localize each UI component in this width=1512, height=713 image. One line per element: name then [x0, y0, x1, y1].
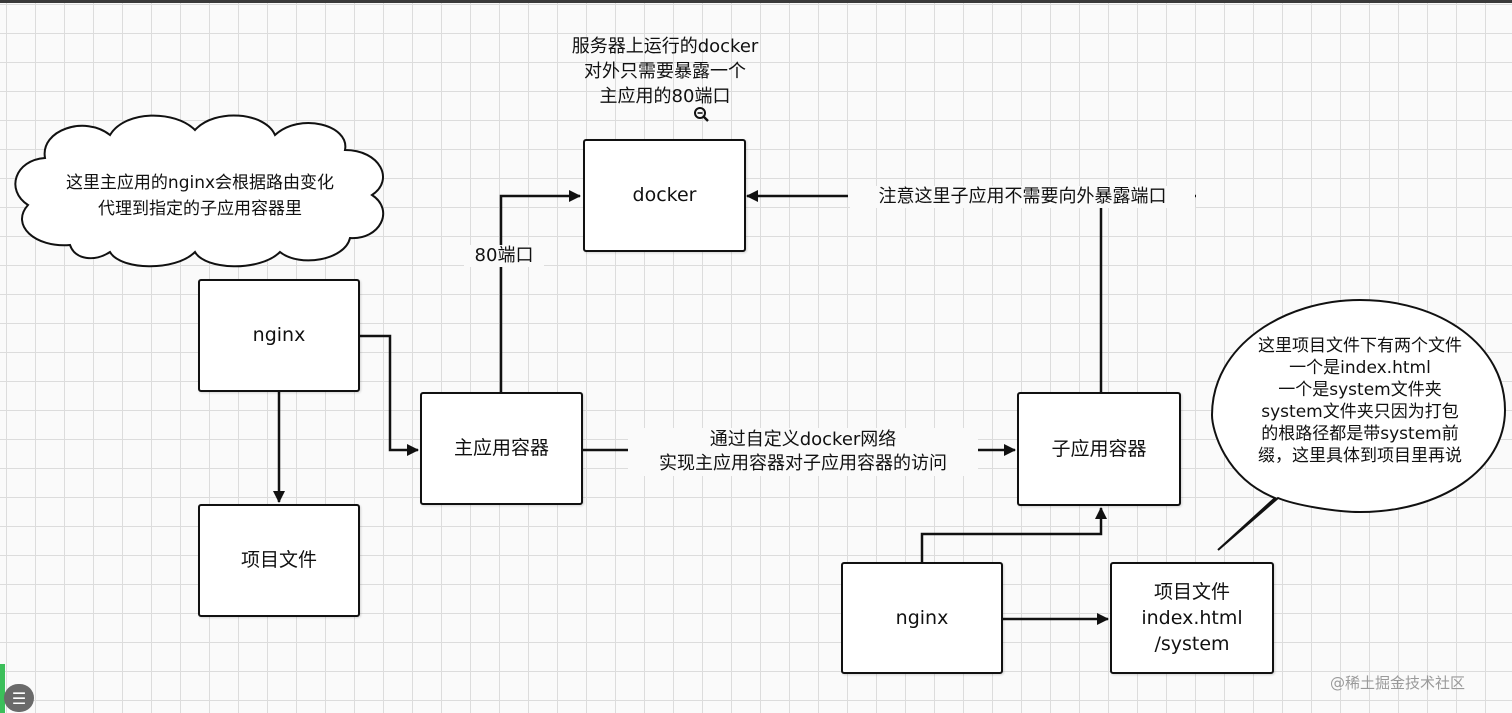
docker-note: 服务器上运行的docker 对外只需要暴露一个 主应用的80端口	[540, 34, 790, 109]
watermark: @稀土掘金技术社区	[1330, 674, 1466, 692]
sub-container-box: 子应用容器	[1017, 392, 1181, 506]
project-files-box-left-label: 项目文件	[240, 549, 317, 572]
speech-line-5: 的根路径都是带system前	[1261, 424, 1459, 444]
speech-line-2: 一个是index.html	[1289, 358, 1431, 378]
cloud-note-line-2: 代理到指定的子应用容器里	[98, 199, 302, 219]
speech-line-3: 一个是system文件夹	[1278, 380, 1442, 400]
project-files-box-right-index: index.html	[1141, 607, 1243, 629]
speech-bubble-note: 这里项目文件下有两个文件 一个是index.html 一个是system文件夹 …	[1222, 335, 1498, 467]
docker-note-line-2: 对外只需要暴露一个	[584, 61, 746, 82]
project-files-box-right-title: 项目文件	[1153, 581, 1230, 603]
port-80-label: 80端口	[464, 245, 544, 267]
arrow-main-to-docker	[499, 190, 581, 392]
project-files-box-right: 项目文件 index.html /system	[1110, 562, 1274, 674]
docker-network-note-line-1: 通过自定义docker网络	[709, 429, 897, 450]
speech-line-4: system文件夹只因为打包	[1261, 402, 1459, 422]
left-edge-indicator	[0, 664, 5, 713]
docker-box: docker	[583, 139, 746, 252]
sub-container-box-label: 子应用容器	[1051, 437, 1147, 460]
speech-line-6: 缀，这里具体到项目里再说	[1258, 446, 1462, 466]
zoom-icon	[694, 107, 709, 122]
nginx-box-left: nginx	[198, 279, 360, 392]
cloud-note-line-1: 这里主应用的nginx会根据路由变化	[65, 173, 335, 193]
project-files-box-left: 项目文件	[198, 504, 360, 617]
arrow-nginx-to-sub	[920, 507, 1107, 562]
docker-network-note-line-2: 实现主应用容器对子应用容器的访问	[659, 453, 947, 474]
main-container-box-label: 主应用容器	[453, 437, 549, 460]
sub-app-port-note: 注意这里子应用不需要向外暴露端口	[850, 186, 1195, 208]
nginx-box-left-label: nginx	[252, 324, 306, 347]
docker-note-line-1: 服务器上运行的docker	[571, 36, 759, 57]
nginx-box-right: nginx	[841, 562, 1003, 674]
speech-line-1: 这里项目文件下有两个文件	[1258, 336, 1462, 356]
speech-bubble-shape	[1210, 298, 1507, 551]
arrow-nginx-to-main	[360, 334, 419, 456]
project-files-box-right-system: /system	[1154, 633, 1230, 655]
docker-note-line-3: 主应用的80端口	[599, 86, 731, 107]
main-container-box: 主应用容器	[420, 392, 583, 505]
docker-box-label: docker	[632, 184, 697, 207]
menu-icon[interactable]: ☰	[4, 684, 34, 712]
docker-network-note: 通过自定义docker网络 实现主应用容器对子应用容器的访问	[628, 428, 978, 476]
nginx-box-right-label: nginx	[895, 606, 949, 629]
cloud-shape	[14, 114, 385, 268]
cloud-note: 这里主应用的nginx会根据路由变化 代理到指定的子应用容器里	[40, 170, 360, 222]
top-border	[0, 0, 1512, 3]
